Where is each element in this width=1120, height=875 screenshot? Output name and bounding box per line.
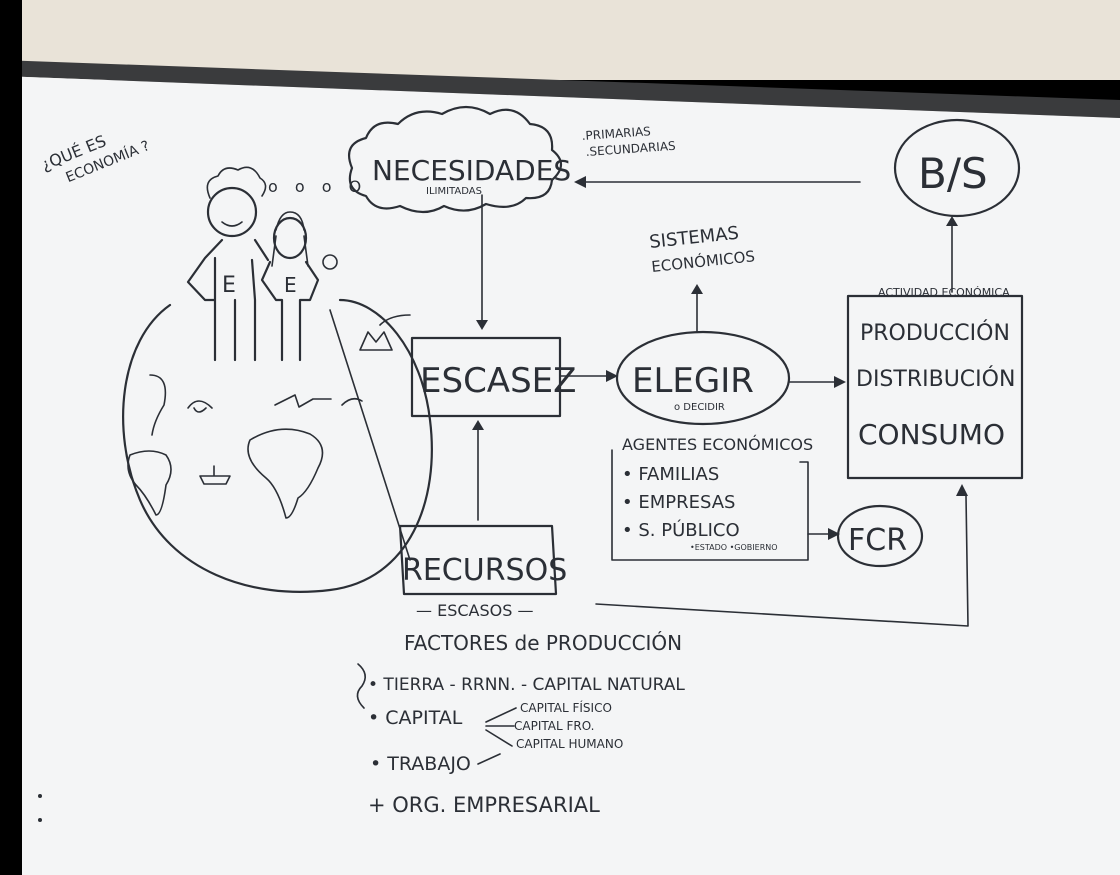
factory-icon: [359, 314, 411, 351]
factor-land: • TIERRA - RRNN. - CAPITAL NATURAL: [368, 675, 685, 695]
right-person-hair: [271, 211, 309, 267]
left-person-label: E: [222, 273, 236, 298]
continent-shape-2: [127, 450, 172, 516]
arrow-head-scarcity-up: [472, 420, 484, 430]
continent-shape-1: [149, 374, 167, 436]
factors-title: FACTORES de PRODUCCIÓN: [404, 631, 682, 655]
left-person-head: [206, 186, 258, 238]
board-top-frame: [0, 60, 1120, 118]
resources-node: RECURSOS — ESCASOS —: [398, 420, 969, 627]
goods-node: B/S: [893, 118, 1021, 218]
factory-pollution-icon: [274, 394, 363, 408]
activity-distribution: DISTRIBUCIÓN: [856, 366, 1015, 392]
apple-icon: [322, 254, 338, 270]
right-person-body: [260, 260, 320, 362]
board-dot-1: [38, 794, 42, 798]
continent-shape-3: [247, 428, 324, 519]
resources-box: [398, 524, 558, 596]
left-shadow-edge: [0, 0, 22, 875]
needs-type-primary: .PRIMARIAS: [581, 124, 651, 143]
agents-families: • FAMILIAS: [622, 464, 719, 485]
capital-branches: [485, 707, 517, 747]
arrow-head-fcr: [828, 528, 840, 540]
scarcity-box: [410, 336, 562, 418]
choose-ellipse: [615, 330, 791, 426]
scarcity-label: ESCASEZ: [420, 361, 576, 401]
factor-capital: • CAPITAL: [368, 707, 463, 729]
needs-node: NECESIDADES ILIMITADAS .PRIMARIAS .SECUN…: [348, 105, 676, 214]
needs-cloud: [348, 105, 563, 214]
choose-node: ELEGIR o DECIDIR: [615, 330, 791, 426]
capital-physical: CAPITAL FÍSICO: [520, 700, 612, 715]
capital-human: CAPITAL HUMANO: [516, 737, 623, 751]
board-dot-2: [38, 818, 42, 822]
goods-label: B/S: [918, 149, 988, 198]
globe-divider-line: [329, 309, 411, 561]
needs-subtitle: ILIMITADAS: [426, 186, 482, 197]
globe-illustration: [122, 298, 433, 593]
agents-title: AGENTES ECONÓMICOS: [622, 435, 813, 454]
factor-labor: • TRABAJO: [370, 753, 471, 775]
right-person-label: E: [284, 273, 297, 297]
factor-entrepreneurship: + ORG. EMPRESARIAL: [368, 793, 600, 817]
activity-box: [846, 294, 1024, 480]
left-person-smile: [221, 221, 243, 227]
arrow-head-choose: [606, 370, 618, 382]
needs-type-secondary: .SECUNDARIAS: [585, 139, 676, 159]
activity-production: PRODUCCIÓN: [860, 320, 1010, 346]
choose-label: ELEGIR: [632, 361, 754, 401]
needs-title: NECESIDADES: [372, 154, 571, 187]
capital-financial: CAPITAL FRO.: [514, 719, 594, 733]
fcr-circle: [836, 504, 924, 568]
resources-label: RECURSOS: [402, 553, 567, 588]
activity-node: ACTIVIDAD ECONÓMICA PRODUCCIÓN DISTRIBUC…: [846, 216, 1024, 480]
left-person-body: [186, 238, 270, 362]
agents-box: [611, 449, 809, 561]
scarcity-node: ESCASEZ: [410, 194, 576, 418]
factors-section: FACTORES de PRODUCCIÓN • TIERRA - RRNN. …: [356, 631, 685, 817]
whale-icon: [187, 400, 213, 413]
agents-public-sector: • S. PÚBLICO: [622, 519, 740, 541]
factors-brace: [356, 663, 366, 709]
arrow-head-activity: [834, 376, 846, 388]
agents-companies: • EMPRESAS: [622, 492, 735, 513]
right-person-head: [272, 216, 308, 260]
globe-outline: [122, 298, 433, 593]
arrow-head-activity-up: [956, 484, 968, 496]
agents-node: AGENTES ECONÓMICOS • FAMILIAS • EMPRESAS…: [611, 435, 924, 568]
people-illustration: E E o o o O: [186, 166, 367, 362]
agents-public-sub: •ESTADO •GOBIERNO: [690, 543, 778, 552]
arrow-labor-to-human-capital: [477, 753, 501, 765]
arrow-head-systems: [691, 284, 703, 294]
activity-consumption: CONSUMO: [858, 418, 1005, 451]
fcr-label: FCR: [848, 523, 907, 558]
whiteboard-surface: [0, 76, 1120, 875]
arrow-head-scarcity: [476, 320, 488, 330]
resources-sub: — ESCASOS —: [416, 601, 533, 620]
thought-dots: o o o O: [268, 177, 367, 196]
ship-icon: [199, 465, 231, 485]
left-person-hair: [206, 166, 267, 199]
arrow-head-goods: [946, 216, 958, 226]
activity-header: ACTIVIDAD ECONÓMICA: [878, 286, 1010, 299]
choose-sub: o DECIDIR: [674, 402, 725, 413]
goods-circle: [893, 118, 1021, 218]
arrow-head-needs: [574, 176, 586, 188]
wall-background: [0, 0, 1120, 80]
arrow-resources-to-activity: [595, 495, 969, 627]
